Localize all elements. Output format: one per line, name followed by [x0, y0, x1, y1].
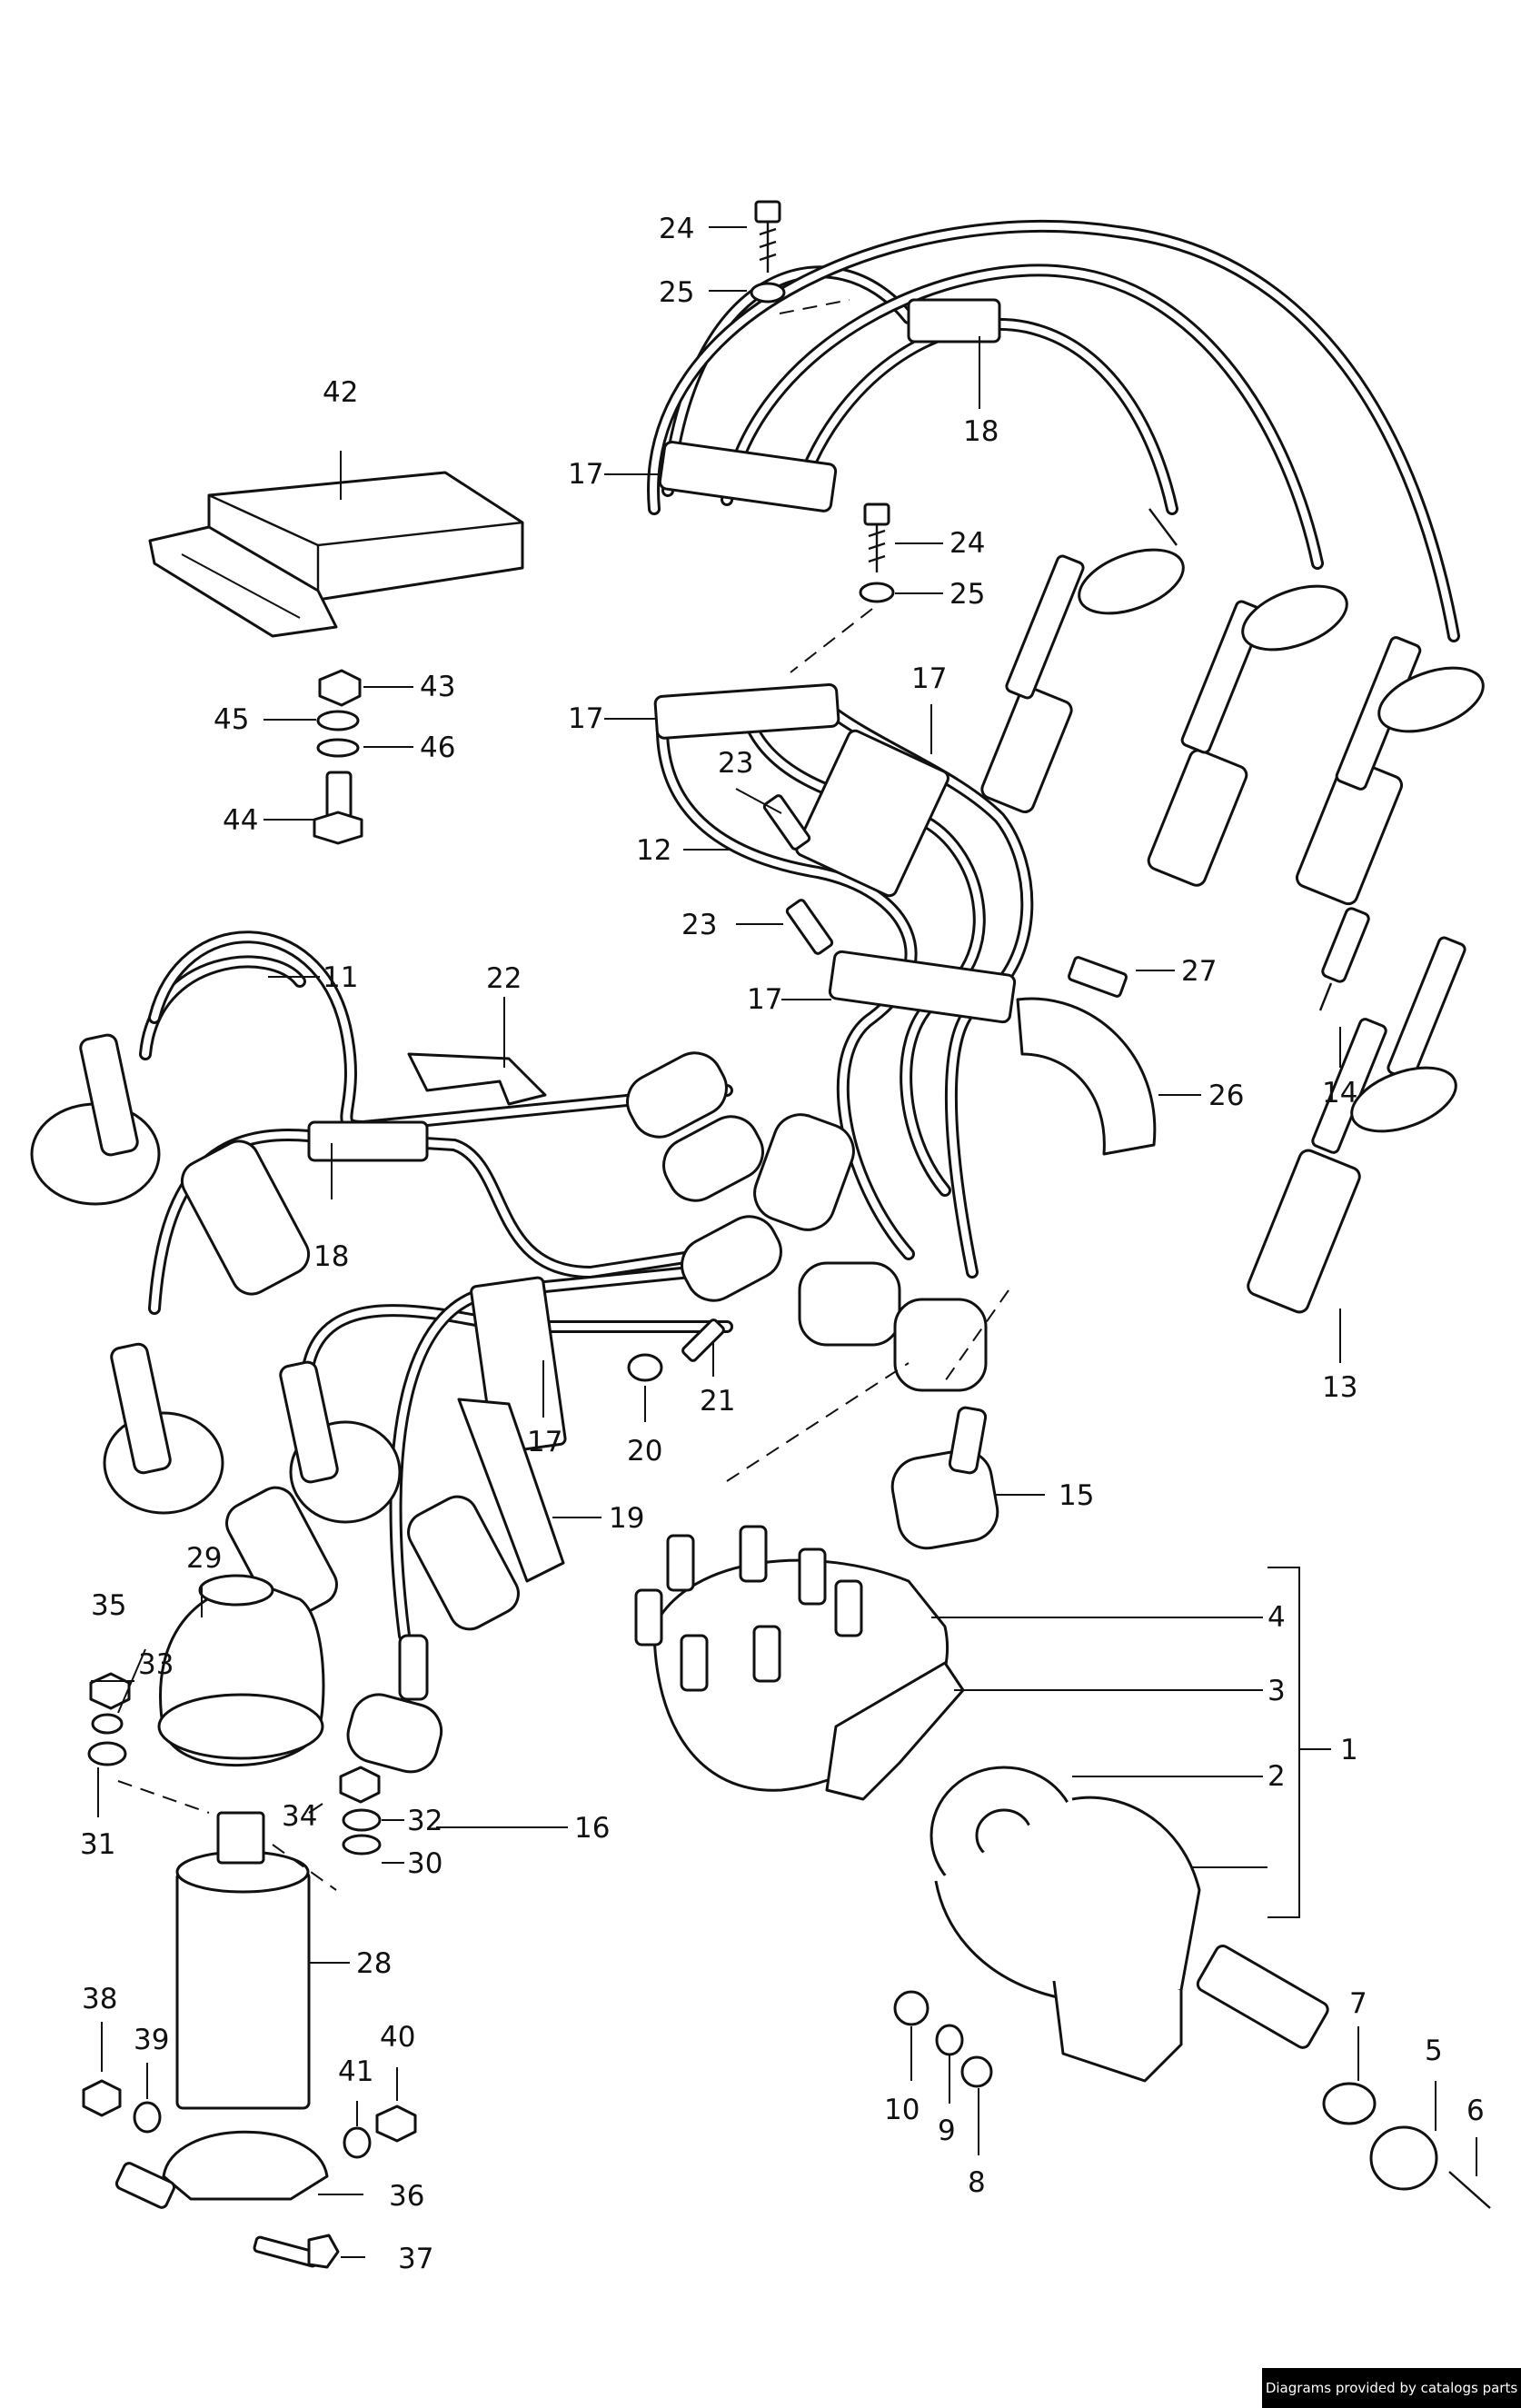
- label-16: 16: [574, 1812, 610, 1845]
- label-17-top: 17: [568, 458, 603, 491]
- brackets: [407, 997, 1157, 1583]
- label-38: 38: [82, 1983, 117, 2015]
- label-21: 21: [700, 1385, 735, 1418]
- label-17-right: 17: [911, 662, 947, 695]
- label-17-left: 17: [527, 1426, 562, 1458]
- label-11: 11: [323, 961, 358, 994]
- label-12: 12: [636, 834, 671, 867]
- leader-lines: [91, 226, 1477, 2258]
- label-36: 36: [389, 2180, 424, 2213]
- label-1: 1: [1340, 1734, 1358, 1766]
- label-28: 28: [356, 1947, 392, 1980]
- label-40: 40: [380, 2021, 415, 2054]
- distributor-assembly: [634, 1525, 1491, 2209]
- label-18-top: 18: [963, 415, 999, 448]
- label-25-mid: 25: [949, 578, 985, 611]
- label-23-top: 23: [718, 747, 753, 780]
- label-19: 19: [609, 1502, 644, 1535]
- part-labels: 24 25 24 25 42 18 17 43 45 46 44 17 17 2…: [80, 213, 1485, 2275]
- label-24-top: 24: [659, 213, 694, 245]
- label-20: 20: [627, 1435, 662, 1468]
- label-2: 2: [1268, 1760, 1286, 1793]
- label-10: 10: [884, 2094, 920, 2126]
- label-37: 37: [398, 2243, 433, 2275]
- label-6: 6: [1466, 2095, 1485, 2127]
- label-3: 3: [1268, 1675, 1286, 1707]
- label-13: 13: [1322, 1371, 1357, 1404]
- label-45: 45: [214, 703, 249, 736]
- label-41: 41: [338, 2055, 373, 2088]
- label-15: 15: [1059, 1479, 1094, 1512]
- screws-24-25: [627, 200, 1128, 1382]
- label-7: 7: [1349, 1987, 1367, 2020]
- label-39: 39: [134, 2024, 169, 2056]
- label-42: 42: [323, 376, 358, 409]
- label-17-mid: 17: [568, 702, 603, 735]
- label-32: 32: [407, 1805, 442, 1837]
- label-17-lower: 17: [747, 983, 782, 1016]
- label-9: 9: [938, 2114, 956, 2147]
- credit-banner: Diagrams provided by catalogs parts: [1262, 2368, 1521, 2408]
- label-24-mid: 24: [949, 527, 985, 560]
- left-cable-harness: [30, 930, 988, 1774]
- label-46: 46: [420, 731, 455, 764]
- label-29: 29: [186, 1542, 222, 1575]
- label-26: 26: [1208, 1080, 1244, 1112]
- label-30: 30: [407, 1847, 442, 1880]
- hardware-43-46: [313, 669, 363, 845]
- spark-plug-14-13: [1247, 907, 1466, 1314]
- label-22: 22: [486, 962, 522, 995]
- label-5: 5: [1425, 2035, 1443, 2067]
- label-23-mid: 23: [681, 909, 717, 941]
- control-unit-42: [148, 471, 524, 638]
- ignition-coil-assembly: [82, 1574, 417, 2269]
- label-8: 8: [968, 2166, 986, 2199]
- connector-15: [890, 1406, 999, 1550]
- label-14: 14: [1322, 1077, 1357, 1109]
- label-43: 43: [420, 671, 455, 703]
- label-33: 33: [138, 1648, 174, 1681]
- label-44: 44: [223, 804, 258, 837]
- label-4: 4: [1268, 1601, 1286, 1634]
- upper-cable-harness: [647, 220, 1485, 1279]
- label-31: 31: [80, 1828, 115, 1861]
- label-35: 35: [91, 1589, 126, 1622]
- label-27: 27: [1181, 955, 1217, 988]
- label-34: 34: [282, 1800, 317, 1833]
- label-18-left: 18: [313, 1240, 349, 1273]
- label-25-top: 25: [659, 276, 694, 309]
